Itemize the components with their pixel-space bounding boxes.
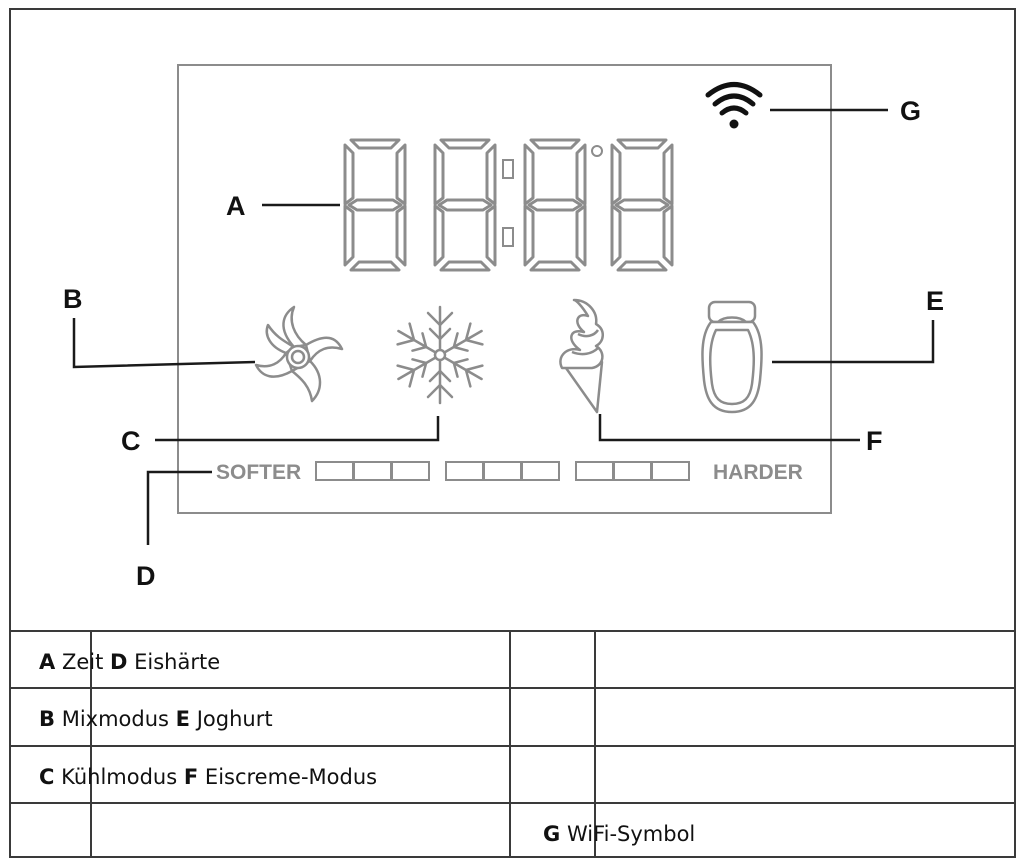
- leader-e: [772, 320, 935, 364]
- hardness-block: [651, 461, 690, 481]
- time-digits: [343, 138, 674, 272]
- legend-text-b: Mixmodus: [61, 707, 169, 731]
- legend-key-e: E: [175, 707, 191, 731]
- table-grid: [9, 630, 1016, 858]
- hardness-block: [391, 461, 430, 481]
- yogurt-jar-icon: [701, 300, 763, 414]
- callout-lines: [72, 108, 935, 545]
- legend-text-d: Eishärte: [134, 650, 221, 674]
- hardness-block: [521, 461, 560, 481]
- hardness-block: [445, 461, 484, 481]
- leader-b: [72, 318, 256, 369]
- diagram-frame: [9, 8, 1016, 858]
- legend-key-b: B: [39, 707, 56, 731]
- legend-text-a: Zeit: [61, 650, 104, 674]
- legend-key-f: F: [183, 765, 199, 789]
- legend-text-f: Eiscreme-Modus: [204, 765, 378, 789]
- legend-key-a: A: [39, 650, 56, 674]
- colon-dot-bottom: [502, 227, 514, 247]
- callout-e: E: [926, 286, 944, 316]
- digit-4: [610, 138, 674, 272]
- callout-f: F: [866, 426, 883, 456]
- softer-label: SOFTER: [216, 461, 301, 484]
- callout-d: D: [136, 561, 156, 591]
- callout-c: C: [121, 426, 141, 456]
- hardness-indicator: SOFTER HARDER: [216, 461, 803, 484]
- harder-label: HARDER: [713, 461, 803, 484]
- hardness-blocks: [315, 461, 690, 481]
- callout-a: A: [226, 191, 246, 221]
- legend-row-2: B Mixmodus E Joghurt: [39, 707, 273, 731]
- legend-key-d: D: [110, 650, 128, 674]
- ice-cream-icon: [559, 298, 604, 414]
- wifi-icon: [705, 82, 763, 129]
- hardness-block: [483, 461, 522, 481]
- leader-d: [146, 470, 212, 545]
- hardness-block: [315, 461, 354, 481]
- legend-row-4: G WiFi-Symbol: [543, 822, 695, 846]
- legend-row-3: C Kühlmodus F Eiscreme-Modus: [39, 765, 377, 789]
- lcd-display-diagram: SOFTER HARDER A B C D E F G: [63, 64, 944, 591]
- degree-mark: [591, 145, 603, 157]
- legend-table: A Zeit D Eishärte B Mixmodus E Joghurt C…: [9, 630, 1016, 858]
- legend-key-g: G: [543, 822, 561, 846]
- colon-dot-top: [502, 159, 514, 179]
- legend-text-g: WiFi-Symbol: [566, 822, 696, 846]
- legend-row-1: A Zeit D Eishärte: [39, 650, 220, 674]
- legend-key-c: C: [39, 765, 55, 789]
- hardness-block: [613, 461, 652, 481]
- hardness-block: [575, 461, 614, 481]
- leader-f: [598, 414, 860, 442]
- lcd-panel: [177, 64, 832, 514]
- leader-c: [155, 416, 440, 442]
- legend-text-c: Kühlmodus: [61, 765, 178, 789]
- callout-b: B: [63, 284, 83, 314]
- mix-mode-icon: [254, 305, 344, 403]
- digit-1: [343, 138, 407, 272]
- snowflake-icon: [391, 305, 489, 405]
- hardness-block: [353, 461, 392, 481]
- digit-2: [433, 138, 497, 272]
- digit-3: [523, 138, 587, 272]
- legend-text-e: Joghurt: [196, 707, 273, 731]
- callout-g: G: [900, 96, 921, 126]
